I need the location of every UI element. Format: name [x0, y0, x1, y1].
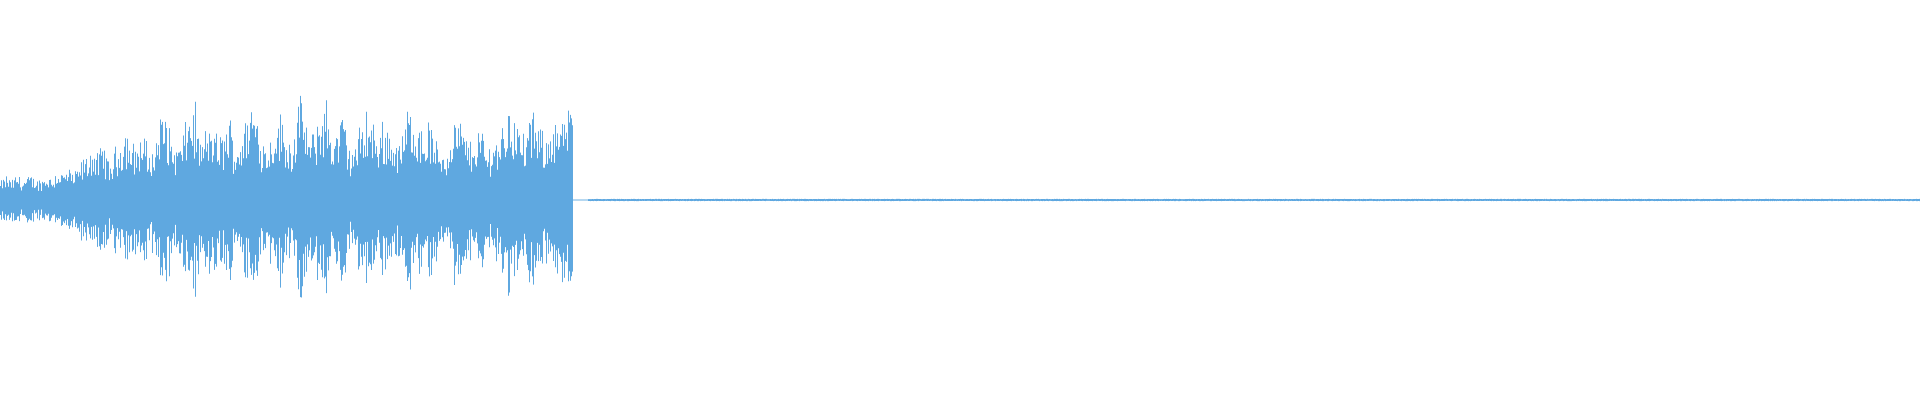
waveform-loud-section [0, 95, 573, 298]
waveform-quiet-section [588, 198, 1920, 202]
